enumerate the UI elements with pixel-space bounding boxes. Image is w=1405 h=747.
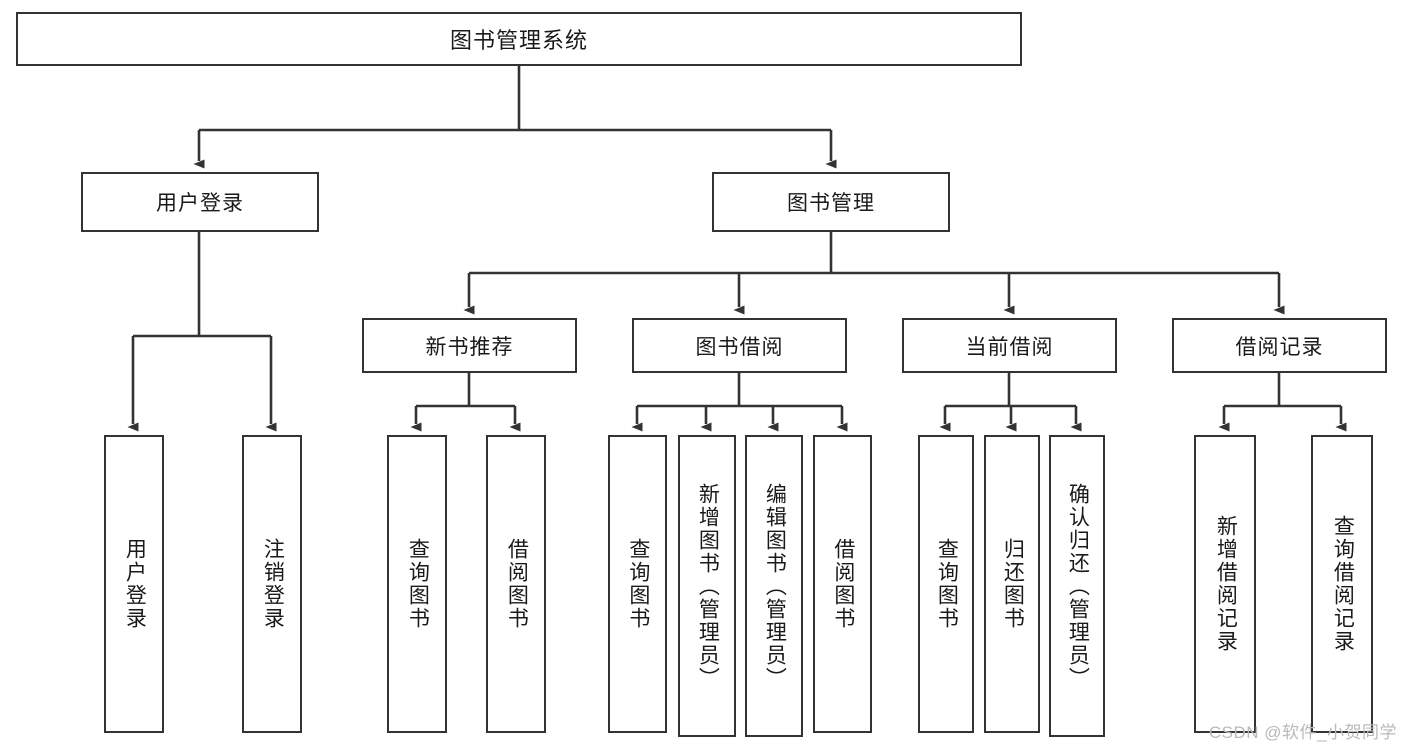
leaf-query-borrow-record[interactable]: 查询借阅记录 (1311, 435, 1373, 733)
leaf-borrow-books[interactable]: 借阅图书 (813, 435, 872, 733)
leaf-return-books[interactable]: 归还图书 (984, 435, 1040, 733)
leaf-add-book-admin[interactable]: 新增图书（管理员） (678, 435, 736, 737)
leaf-user-login[interactable]: 用户登录 (104, 435, 164, 733)
leaf-query-books-current[interactable]: 查询图书 (918, 435, 974, 733)
csdn-watermark: CSDN @软件_小贺同学 (1208, 723, 1397, 742)
node-new-book-recommendation[interactable]: 新书推荐 (362, 318, 577, 373)
leaf-edit-book-admin[interactable]: 编辑图书（管理员） (745, 435, 803, 737)
node-book-management[interactable]: 图书管理 (712, 172, 950, 232)
node-user-login[interactable]: 用户登录 (81, 172, 319, 232)
leaf-borrow-books-new[interactable]: 借阅图书 (486, 435, 546, 733)
node-borrow-records[interactable]: 借阅记录 (1172, 318, 1387, 373)
leaf-add-borrow-record[interactable]: 新增借阅记录 (1194, 435, 1256, 733)
leaf-logout[interactable]: 注销登录 (242, 435, 302, 733)
leaf-confirm-return-admin[interactable]: 确认归还（管理员） (1049, 435, 1105, 737)
node-root-book-management-system[interactable]: 图书管理系统 (16, 12, 1022, 66)
node-book-borrowing[interactable]: 图书借阅 (632, 318, 847, 373)
leaf-query-books-new[interactable]: 查询图书 (387, 435, 447, 733)
leaf-query-books-borrow[interactable]: 查询图书 (608, 435, 667, 733)
node-current-borrowing[interactable]: 当前借阅 (902, 318, 1117, 373)
